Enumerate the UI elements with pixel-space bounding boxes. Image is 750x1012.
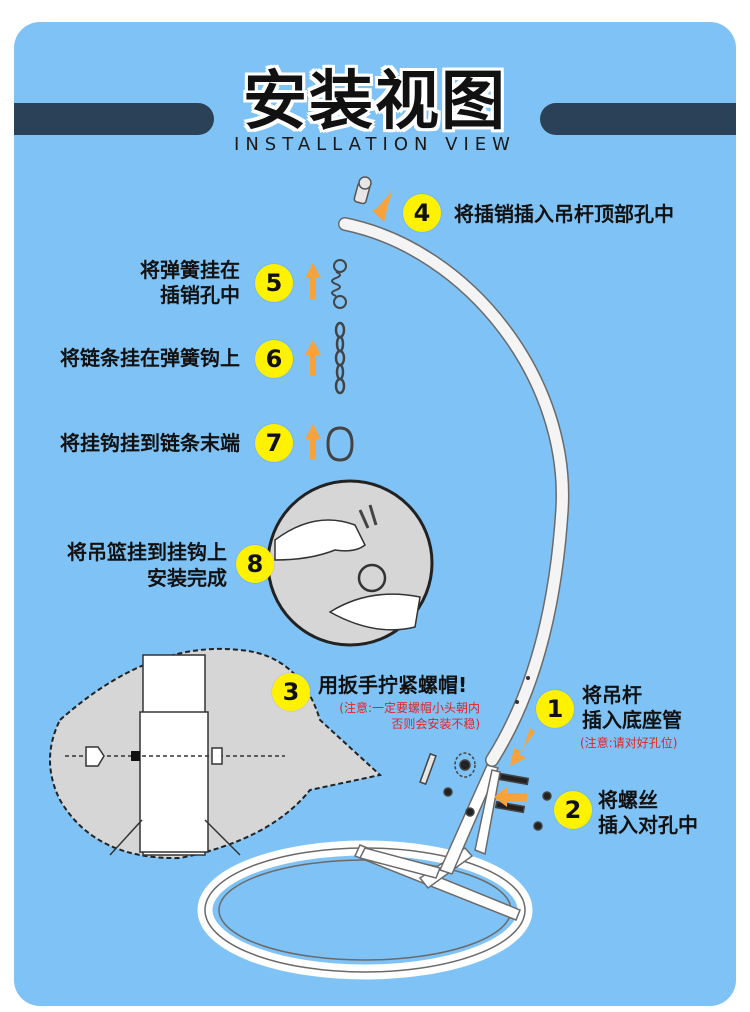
page-subtitle: INSTALLATION VIEW [234, 134, 516, 155]
hook-part [326, 426, 354, 462]
top-pin [353, 176, 372, 205]
step-1-badge: 1 [536, 690, 574, 728]
step-2-badge: 2 [554, 791, 592, 829]
step-3-label: 用扳手拧紧螺帽! [318, 673, 468, 697]
arrow-step-2 [494, 787, 527, 807]
step-6-label: 将链条挂在弹簧钩上 [60, 346, 240, 370]
step-8-badge: 8 [236, 545, 274, 583]
step-1-label-line1: 将吊杆 [582, 683, 642, 707]
step-8-label-line1: 将吊篮挂到挂钩上 [67, 540, 227, 564]
base-frame [353, 764, 521, 921]
step-3-note-line1: (注意:一定要螺帽小头朝内 [339, 701, 480, 715]
step-5-badge: 5 [255, 264, 293, 302]
step-1-note: (注意:请对好孔位) [580, 736, 678, 750]
step-1-label-line2: 插入底座管 [582, 708, 682, 732]
step-2-label-line1: 将螺丝 [598, 788, 658, 812]
step-7-label: 将挂钩挂到链条末端 [60, 431, 240, 455]
step-4-label: 将插销插入吊杆顶部孔中 [454, 202, 674, 226]
header-bar-left [14, 103, 214, 135]
chain-part [334, 321, 346, 395]
step-8-label-line2: 安装完成 [147, 566, 227, 590]
step8-detail-circle [266, 479, 434, 647]
step-3-note-line2: 否则会安装不稳) [391, 717, 480, 731]
step-5-label-line1: 将弹簧挂在 [140, 258, 240, 282]
arrow-up-step-6 [305, 340, 321, 376]
step-3-badge: 3 [272, 673, 310, 711]
bolt-parts [419, 752, 552, 831]
page-title: 安装视图 [243, 65, 507, 139]
step-5-label-line2: 插销孔中 [160, 283, 240, 307]
arrow-up-step-7 [305, 424, 321, 460]
spring-part [331, 259, 347, 309]
base-ring [197, 840, 533, 980]
arrow-up-step-5 [305, 263, 321, 300]
header-bar-right [540, 103, 736, 135]
step-4-badge: 4 [403, 194, 441, 232]
arrow-step-1 [510, 728, 535, 766]
arrow-step-4 [372, 190, 393, 222]
step-6-badge: 6 [255, 340, 293, 378]
step-7-badge: 7 [255, 424, 293, 462]
step-2-label-line2: 插入对孔中 [598, 813, 698, 837]
